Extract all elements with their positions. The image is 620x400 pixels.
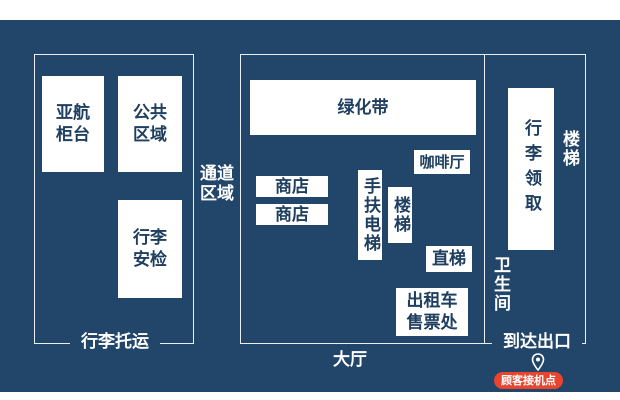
security-check: 行李 安检 xyxy=(118,200,182,298)
stairs-right-label: 楼梯 xyxy=(559,130,579,168)
location-pin-icon xyxy=(531,353,545,372)
corridor-label: 通道 区域 xyxy=(200,164,234,204)
arrival-exit-label: 到达出口 xyxy=(492,332,582,352)
pickup-point-badge: 顾客接机点 xyxy=(494,372,563,389)
escalator: 手扶电梯 xyxy=(358,170,382,260)
hall-label: 大厅 xyxy=(333,350,367,370)
taxi-ticket: 出租车 售票处 xyxy=(396,288,468,336)
terminal-map: 亚航 柜台 公共 区域 行李 安检 绿化带 商店 商店 咖啡厅 手扶电梯 楼梯 … xyxy=(0,20,620,392)
restroom-label: 卫生间 xyxy=(490,256,510,313)
baggage-checkin-label: 行李托运 xyxy=(70,332,160,352)
elevator: 直梯 xyxy=(426,246,472,272)
shop-1: 商店 xyxy=(256,176,328,197)
stairs-inner: 楼梯 xyxy=(388,187,412,243)
green-belt: 绿化带 xyxy=(250,80,476,135)
airline-counter: 亚航 柜台 xyxy=(42,76,104,172)
baggage-claim: 行李领取 xyxy=(508,88,554,250)
cafe: 咖啡厅 xyxy=(414,150,470,174)
shop-2: 商店 xyxy=(256,204,328,225)
public-area: 公共 区域 xyxy=(118,76,182,172)
